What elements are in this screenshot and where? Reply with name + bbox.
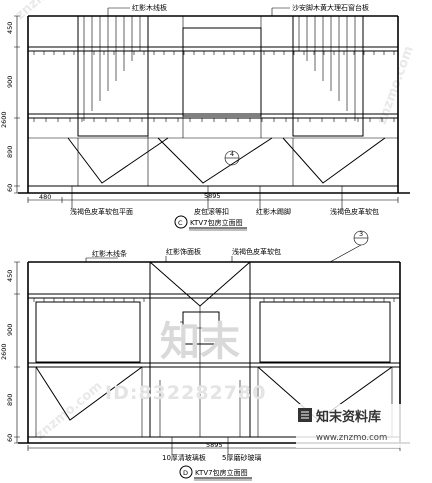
ornament-row <box>33 51 395 122</box>
callout-label: 红影木线板 <box>132 3 167 12</box>
dim-label: 5895 <box>204 192 221 200</box>
callout-number: 4 <box>230 150 234 158</box>
dim-label: 60 <box>6 434 14 442</box>
watermark-id-text: ID:832282780 <box>105 382 266 404</box>
section-marker-letter: D <box>183 469 188 477</box>
dim-label: 890 <box>6 394 14 406</box>
watermark-diagonal-text: znzmo.com <box>13 0 85 23</box>
watermark-foreground: 知末 ID:832282780 <box>105 319 266 404</box>
dimension-horizontal: 480 5895 <box>27 192 399 203</box>
section-marker-circle <box>179 465 193 479</box>
callout-label: 浅褐色皮革软包 <box>330 207 379 216</box>
section-marker-letter: C <box>178 219 183 227</box>
callout-label: 红影饰面板 <box>166 247 201 256</box>
dim-label: 890 <box>6 146 14 158</box>
dim-label: 2600 <box>0 343 8 360</box>
callout-number: 3 <box>359 230 363 238</box>
drawing-title: KTV7包房立面图 <box>190 218 243 227</box>
ornament-row <box>33 298 395 302</box>
dim-label: 900 <box>6 324 14 336</box>
elevation-c: 450 900 2600 890 60 480 5895 红影木线板 沙安脚木黄… <box>0 3 410 231</box>
callout-label: 浅褐色皮革软包平面 <box>70 207 133 216</box>
watermark-diagonal-text: znzmo.com <box>33 379 105 443</box>
dimension-vertical: 450 900 2600 890 60 <box>0 15 20 194</box>
curtain-bay-right <box>282 15 386 184</box>
section-marker-circle <box>174 215 188 229</box>
dim-label: 60 <box>6 184 14 192</box>
brand-logo-icon <box>298 408 312 422</box>
brand-logo-url: www.znzmo.com <box>316 433 387 443</box>
dim-label: 900 <box>6 76 14 88</box>
elevation-d: 450 900 2600 890 60 5895 红影木线条 红影饰面板 浅褐色… <box>0 230 410 481</box>
watermark-brand-text: 知末 <box>160 319 240 365</box>
callout-label: 红影木线条 <box>92 249 127 258</box>
callout-label: 红影木踢脚 <box>256 207 291 216</box>
dim-label: 450 <box>6 22 14 34</box>
door-center <box>149 261 251 438</box>
brand-logo: 知末资料库 www.znzmo.com <box>296 404 424 448</box>
dim-label: 2600 <box>0 111 8 128</box>
callout-label: 10厚清玻璃板 <box>162 453 206 462</box>
dim-label: 5895 <box>206 441 223 449</box>
callout-label: 皮包滚等扣 <box>194 207 229 216</box>
panel-left <box>35 301 143 437</box>
curtain-bay-left <box>67 15 169 184</box>
brand-logo-text: 知末资料库 <box>316 409 381 425</box>
dimension-vertical: 450 900 2600 890 60 <box>0 261 20 444</box>
callout-label: 5厚磨砂玻璃 <box>222 453 261 462</box>
drawing-title: KTV7包房立面图 <box>195 468 248 477</box>
callout-label: 浅褐色皮革软包 <box>232 247 281 256</box>
dim-label: 450 <box>6 270 14 282</box>
callout-label: 沙安脚木黄大理石窗台板 <box>292 3 369 12</box>
dim-label: 480 <box>39 193 51 201</box>
